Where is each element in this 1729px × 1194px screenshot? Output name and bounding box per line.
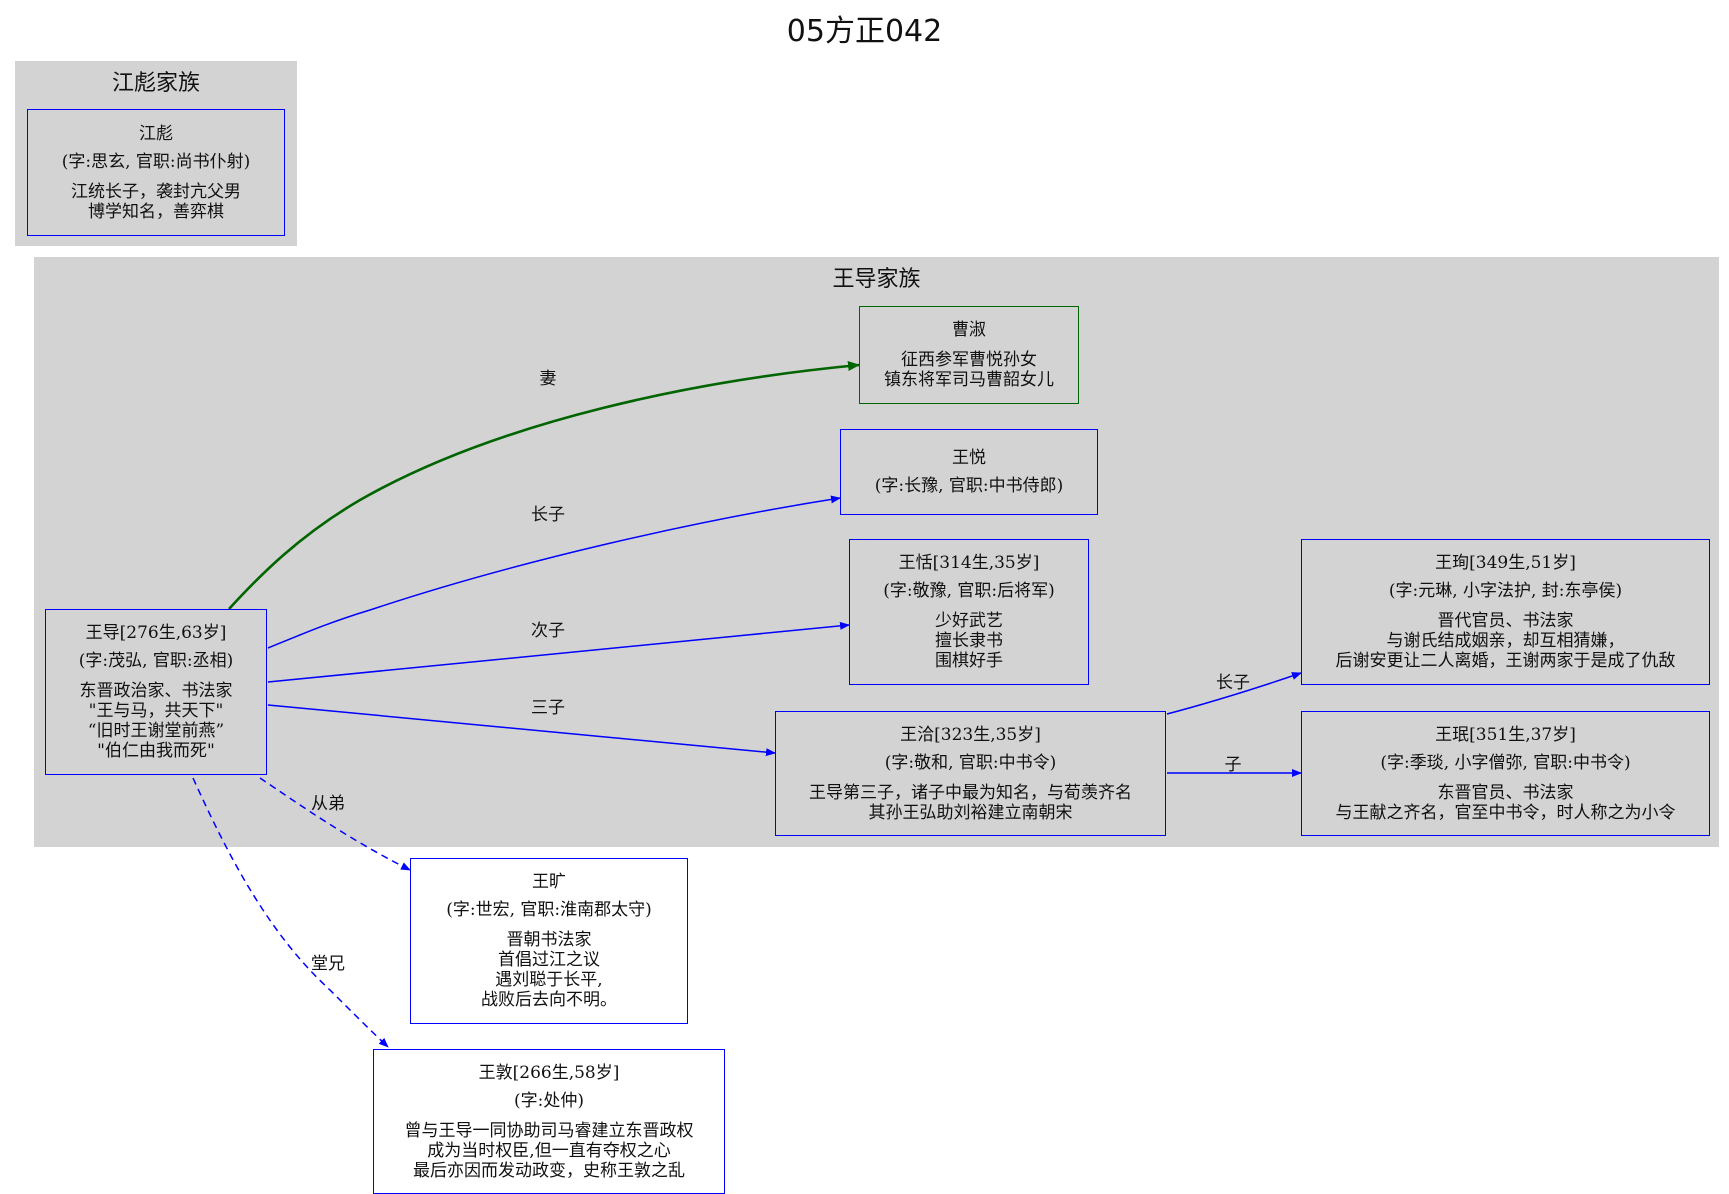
node-wangxun-desc-2: 与谢氏结成姻亲，却互相猜嫌， <box>1386 631 1625 651</box>
node-caoshu: 曹淑 征西参军曹悦孙女 镇东将军司马曹韶女儿 <box>859 306 1079 404</box>
node-caoshu-desc-2: 镇东将军司马曹韶女儿 <box>884 370 1054 390</box>
node-wangyue: 王悦 (字:长豫, 官职:中书侍郎) <box>840 429 1098 515</box>
node-jiangbiao-name: 江彪 <box>139 123 173 144</box>
node-wangkuang-desc-1: 晋朝书法家 <box>506 930 592 950</box>
node-wangdao-desc-3: “旧时王谢堂前燕” <box>87 721 225 741</box>
node-wangdun-desc-1: 曾与王导一同协助司马睿建立东晋政权 <box>404 1120 694 1141</box>
node-wangkuang: 王旷 (字:世宏, 官职:淮南郡太守) 晋朝书法家 首倡过江之议 遇刘聪于长平,… <box>410 858 688 1024</box>
node-wangdao-name: 王导[276生,63岁] <box>85 623 227 643</box>
node-jiangbiao: 江彪 (字:思玄, 官职:尚书仆射) 江统长子，袭封亢父男 博学知名，善弈棋 <box>27 109 285 236</box>
cluster-jiang-family-label: 江彪家族 <box>111 71 200 96</box>
node-wangqia: 王洽[323生,35岁] (字:敬和, 官职:中书令) 王导第三子，诸子中最为知… <box>775 711 1166 836</box>
node-wangxun: 王珣[349生,51岁] (字:元琳, 小字法护, 封:东亭侯) 晋代官员、书法… <box>1301 539 1710 685</box>
node-wangmin-desc-2: 与王献之齐名，官至中书令，时人称之为小令 <box>1335 802 1676 823</box>
edge-wangqia-wangxun <box>1166 672 1302 715</box>
node-wangxun-desc-3: 后谢安更让二人离婚，王谢两家于是成了仇敌 <box>1335 651 1676 671</box>
node-wangtian-desc-3: 围棋好手 <box>935 651 1003 671</box>
node-wangxun-name: 王珣[349生,51岁] <box>1435 553 1576 573</box>
node-wangdao-desc-2: "王与马，共天下" <box>88 701 224 721</box>
cluster-wang-family: 王导家族 <box>34 257 1719 847</box>
edge-label-second-son: 次子 <box>531 621 565 641</box>
node-wangkuang-info: (字:世宏, 官职:淮南郡太守) <box>446 900 652 920</box>
node-jiangbiao-info: (字:思玄, 官职:尚书仆射) <box>61 151 251 172</box>
edge-label-eldest-son: 长子 <box>531 505 565 525</box>
node-wangkuang-desc-3: 遇刘聪于长平, <box>495 970 603 990</box>
node-wangtian-name: 王恬[314生,35岁] <box>898 553 1040 573</box>
node-wangtian-desc-2: 擅长隶书 <box>935 631 1003 651</box>
node-wangkuang-name: 王旷 <box>532 872 566 892</box>
node-wangkuang-desc-2: 首倡过江之议 <box>498 950 600 970</box>
cluster-jiang-family: 江彪家族 <box>15 61 297 246</box>
node-wangqia-name: 王洽[323生,35岁] <box>900 724 1041 745</box>
node-wangdun: 王敦[266生,58岁] (字:处仲) 曾与王导一同协助司马睿建立东晋政权 成为… <box>373 1049 725 1194</box>
edge-wangdao-wangqia <box>267 704 776 757</box>
edge-label-cousin-elder: 堂兄 <box>311 954 345 974</box>
node-wangdao: 王导[276生,63岁] (字:茂弘, 官职:丞相) 东晋政治家、书法家 "王与… <box>45 609 267 775</box>
node-wangqia-info: (字:敬和, 官职:中书令) <box>884 752 1057 773</box>
node-wangyue-info: (字:长豫, 官职:中书侍郎) <box>874 476 1064 496</box>
node-wangqia-desc-2: 其孙王弘助刘裕建立南朝宋 <box>868 802 1073 823</box>
node-wangdao-desc-4: "伯仁由我而死" <box>97 741 215 761</box>
node-caoshu-name: 曹淑 <box>952 320 986 340</box>
node-wangmin-info: (字:季琰, 小字僧弥, 官职:中书令) <box>1380 752 1631 773</box>
cluster-wang-family-label: 王导家族 <box>832 267 921 292</box>
edge-wangdao-caoshu <box>228 361 860 610</box>
node-wangxun-desc-1: 晋代官员、书法家 <box>1437 611 1574 631</box>
node-wangtian-desc-1: 少好武艺 <box>935 611 1003 631</box>
node-wangxun-info: (字:元琳, 小字法护, 封:东亭侯) <box>1388 581 1623 601</box>
node-wangdun-info: (字:处仲) <box>514 1090 584 1111</box>
edge-label-qia-eldest-son: 长子 <box>1216 673 1250 693</box>
node-wangqia-desc-1: 王导第三子，诸子中最为知名，与荀羡齐名 <box>809 782 1132 803</box>
node-wangdao-info: (字:茂弘, 官职:丞相) <box>78 651 234 671</box>
node-wangdun-desc-2: 成为当时权臣,但一直有夺权之心 <box>427 1140 671 1161</box>
edge-wangdao-wangyue <box>267 495 841 649</box>
diagram-title: 05方正042 <box>786 14 943 49</box>
edge-label-wife: 妻 <box>539 369 557 389</box>
edge-label-cousin-younger: 从弟 <box>311 794 345 814</box>
node-wangmin-name: 王珉[351生,37岁] <box>1435 724 1576 745</box>
node-wangdun-desc-3: 最后亦因而发动政变，史称王敦之乱 <box>413 1160 685 1181</box>
node-wangmin-desc-1: 东晋官员、书法家 <box>1437 782 1574 803</box>
node-wangdun-name: 王敦[266生,58岁] <box>478 1062 620 1083</box>
node-jiangbiao-desc-2: 博学知名，善弈棋 <box>88 201 224 222</box>
node-caoshu-desc-1: 征西参军曹悦孙女 <box>901 350 1037 370</box>
edge-label-qia-son: 子 <box>1224 755 1242 775</box>
edge-label-third-son: 三子 <box>531 698 565 718</box>
node-wangmin: 王珉[351生,37岁] (字:季琰, 小字僧弥, 官职:中书令) 东晋官员、书… <box>1301 711 1710 836</box>
node-wangtian: 王恬[314生,35岁] (字:敬豫, 官职:后将军) 少好武艺 擅长隶书 围棋… <box>849 539 1089 685</box>
node-wangdao-desc-1: 东晋政治家、书法家 <box>79 681 233 701</box>
node-wangkuang-desc-4: 战败后去向不明。 <box>481 990 617 1010</box>
edge-wangdao-wangdun <box>192 777 389 1048</box>
node-jiangbiao-desc-1: 江统长子，袭封亢父男 <box>71 181 241 202</box>
node-wangtian-info: (字:敬豫, 官职:后将军) <box>883 581 1055 601</box>
node-wangyue-name: 王悦 <box>952 448 986 468</box>
edge-wangdao-wangkuang <box>259 777 411 871</box>
edge-wangdao-wangtian <box>267 621 850 683</box>
